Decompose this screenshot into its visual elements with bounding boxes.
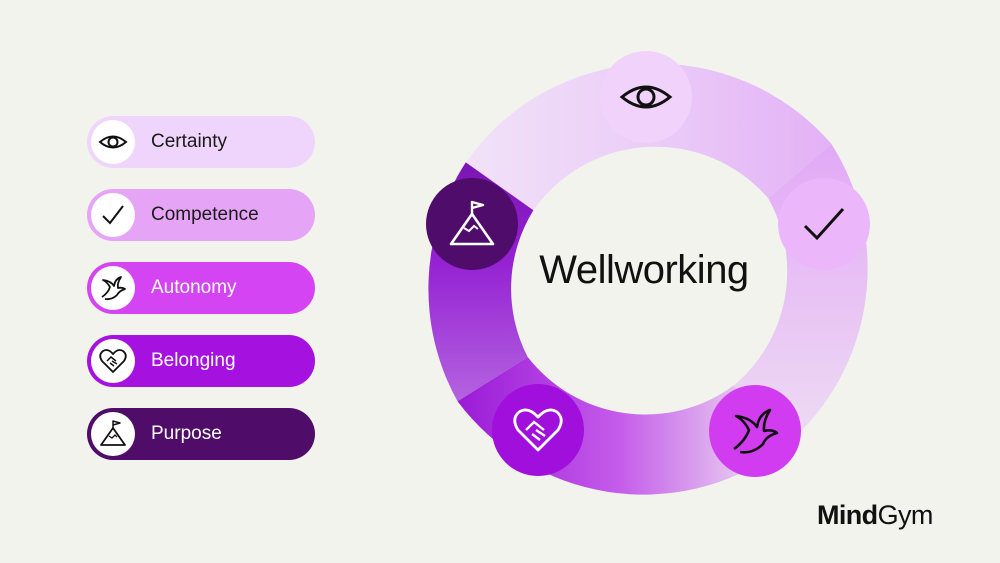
legend-item-competence: Competence	[87, 189, 315, 241]
heart-handshake-icon	[91, 339, 135, 383]
bird-icon	[91, 266, 135, 310]
heart-handshake-icon	[492, 384, 584, 476]
logo-gym: Gym	[877, 500, 934, 530]
legend-item-autonomy: Autonomy	[87, 262, 315, 314]
legend-item-label: Competence	[151, 204, 259, 225]
legend: Certainty Competence Autonomy Belonging	[87, 116, 315, 481]
legend-item-certainty: Certainty	[87, 116, 315, 168]
legend-item-label: Certainty	[151, 131, 228, 152]
legend-item-label: Autonomy	[151, 277, 237, 298]
legend-item-label: Belonging	[151, 350, 236, 371]
legend-item-belonging: Belonging	[87, 335, 315, 387]
mindgym-logo: MindGym	[817, 500, 933, 531]
legend-item-purpose: Purpose	[87, 408, 315, 460]
legend-item-label: Purpose	[151, 423, 222, 444]
checkmark-icon	[778, 178, 870, 270]
eye-icon	[91, 120, 135, 164]
logo-mind: Mind	[817, 500, 878, 530]
diagram-center-title: Wellworking	[539, 248, 749, 292]
mountain-flag-icon	[426, 178, 518, 270]
bird-icon	[709, 385, 801, 477]
eye-icon	[600, 51, 692, 143]
mountain-flag-icon	[91, 412, 135, 456]
checkmark-icon	[91, 193, 135, 237]
